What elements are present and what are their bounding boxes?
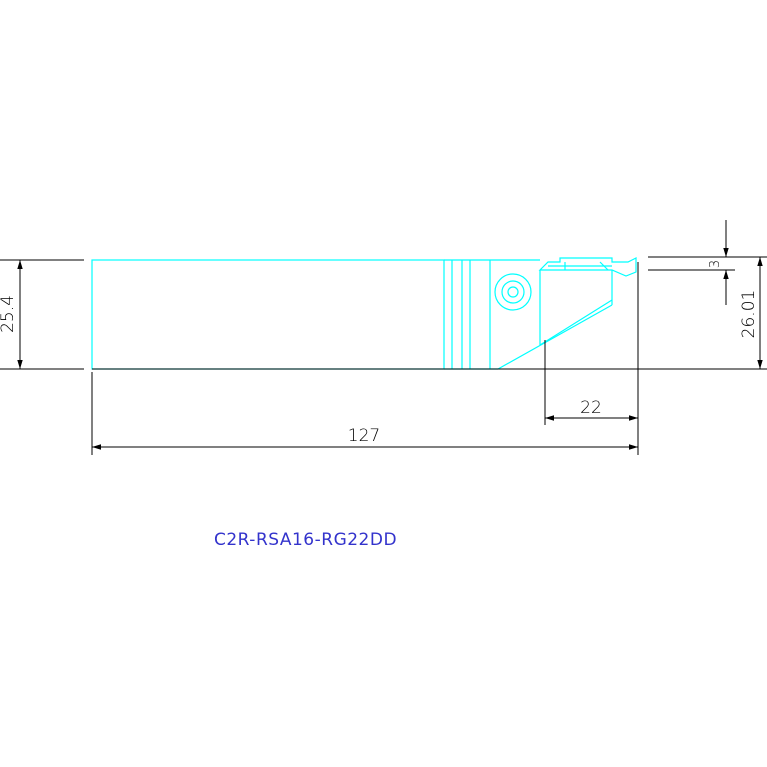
dimension-lines — [17, 220, 763, 450]
dim-overall-length-text: 127 — [348, 426, 380, 446]
dim-shank-height-text: 25.4 — [0, 295, 18, 333]
tool-outline — [91, 257, 637, 370]
part-number-label: C2R-RSA16-RG22DD — [214, 530, 397, 550]
clamp-screw-inner — [507, 286, 519, 298]
head-diagonal-inner — [539, 299, 613, 346]
clamp-screw-mid — [501, 280, 525, 304]
dim-cut-height-text: 26.01 — [739, 290, 759, 339]
head-diagonal — [497, 304, 613, 370]
clamp-screw-outer — [494, 273, 532, 311]
dim-head-length-text: 22 — [580, 398, 602, 418]
blade-top — [538, 257, 637, 277]
shank-body — [91, 259, 445, 370]
extension-lines — [0, 256, 767, 455]
dim-offset-text: 3 — [708, 260, 723, 268]
